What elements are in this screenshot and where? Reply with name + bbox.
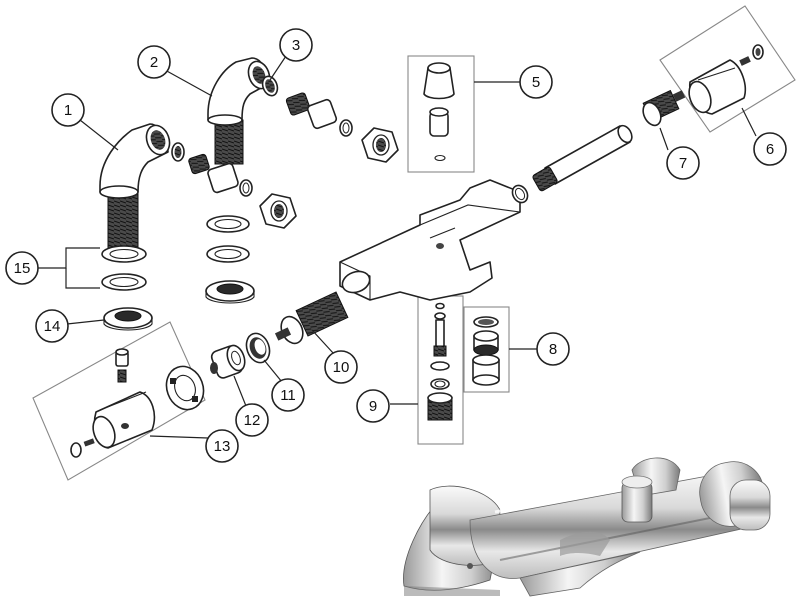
- part-14-flange: [103, 307, 153, 331]
- part-9-diverter: [427, 302, 453, 421]
- lower-fittings-row: [171, 142, 297, 229]
- part-7-cartridge: [642, 89, 686, 127]
- svg-text:9: 9: [369, 398, 377, 415]
- leader-lines: [34, 55, 757, 439]
- part-3-filter: [261, 75, 279, 97]
- callout-8: 8: [536, 332, 570, 366]
- svg-text:8: 8: [549, 341, 557, 358]
- svg-text:5: 5: [532, 74, 540, 91]
- svg-text:13: 13: [214, 438, 231, 455]
- callout-3: 3: [279, 28, 313, 62]
- callout-2: 2: [137, 45, 171, 79]
- upper-fittings-row: [285, 92, 399, 163]
- callout-10: 10: [324, 350, 358, 384]
- callout-4: 5: [519, 65, 553, 99]
- callout-9: 9: [356, 389, 390, 423]
- callout-15: 15: [5, 251, 39, 285]
- part-2-elbow: [207, 57, 271, 165]
- part-13-handle: [70, 348, 205, 458]
- box-part-5: [407, 55, 475, 173]
- callout-6: 6: [753, 132, 787, 166]
- svg-text:7: 7: [679, 155, 687, 172]
- main-valve-body: [339, 179, 521, 301]
- part-6-handle: [688, 44, 764, 115]
- callout-11: 11: [271, 378, 305, 412]
- assembled-mixer-photo: [403, 457, 771, 597]
- part-10-cartridge: [274, 291, 349, 345]
- svg-text:15: 15: [14, 260, 31, 277]
- svg-text:10: 10: [333, 359, 350, 376]
- svg-text:11: 11: [280, 387, 296, 404]
- part-11-nut: [245, 332, 271, 364]
- part-12-adaptor: [210, 344, 246, 379]
- washer-stack-right: [205, 215, 255, 304]
- svg-text:1: 1: [64, 102, 72, 119]
- part-5-cap: [423, 62, 455, 162]
- part-8-filters: [472, 316, 500, 386]
- part-1-elbow: [99, 123, 171, 257]
- svg-text:14: 14: [44, 318, 61, 335]
- callout-1: 1: [51, 93, 85, 127]
- part-15-washers: [101, 245, 147, 291]
- svg-text:3: 3: [292, 37, 300, 54]
- svg-text:6: 6: [766, 141, 774, 158]
- svg-text:2: 2: [150, 54, 158, 71]
- callout-7: 7: [666, 146, 700, 180]
- svg-text:12: 12: [244, 412, 261, 429]
- box-part-6: [659, 5, 796, 133]
- callout-13: 13: [205, 429, 239, 463]
- outlet-tube: [511, 124, 633, 204]
- callout-12: 12: [235, 403, 269, 437]
- callout-14: 14: [35, 309, 69, 343]
- box-part-13: [32, 321, 206, 481]
